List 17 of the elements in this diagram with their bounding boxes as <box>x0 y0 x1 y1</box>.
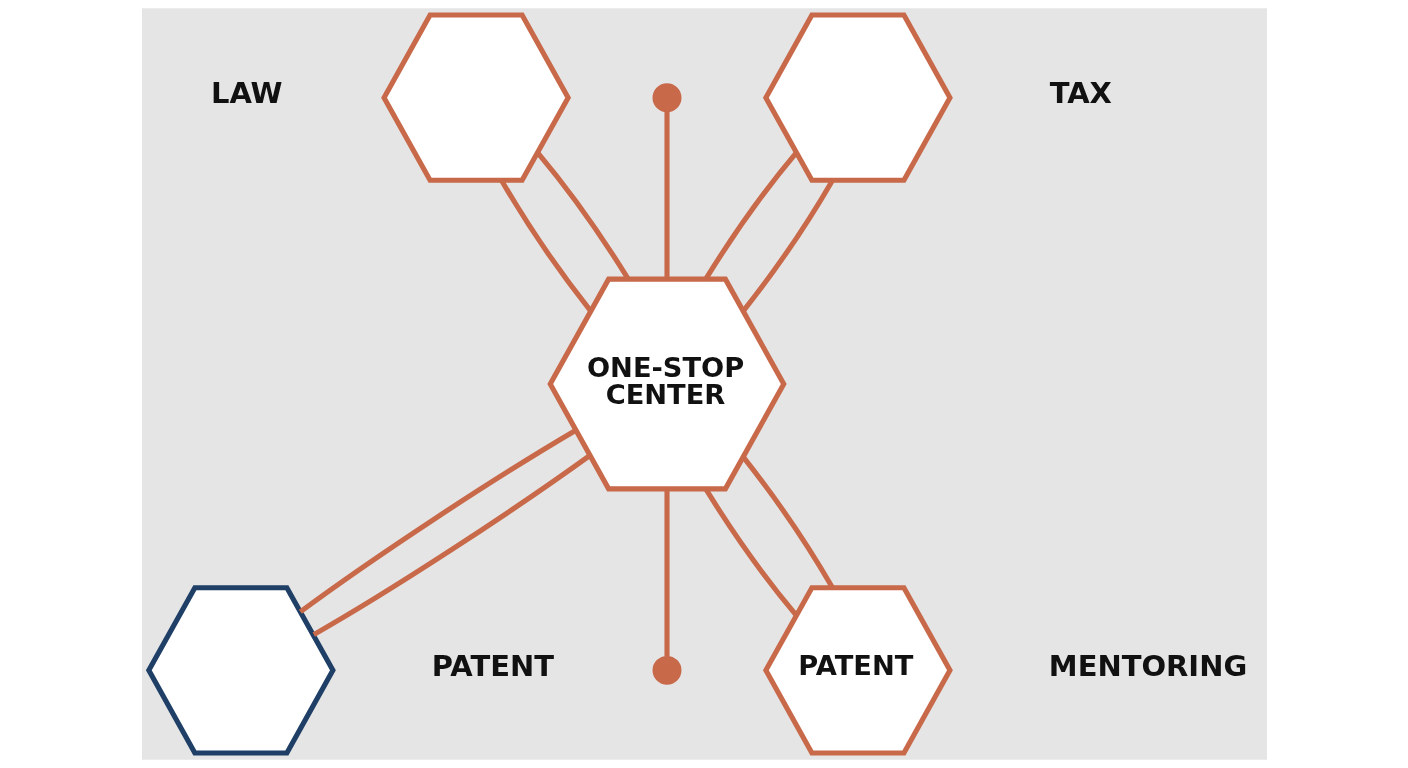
connector <box>312 453 591 637</box>
node-label: PATENT <box>431 648 554 683</box>
connector <box>298 428 577 614</box>
node-hexagon <box>145 585 336 756</box>
connector <box>663 489 670 657</box>
node-label: LAW <box>210 75 283 110</box>
connector <box>663 111 670 279</box>
node-circle <box>652 655 681 685</box>
connector <box>740 455 834 589</box>
connector <box>703 488 798 617</box>
node-label: MENTORING <box>1048 648 1247 683</box>
connector <box>498 179 593 313</box>
node-label: TAX <box>1049 75 1112 110</box>
node-hexagon <box>380 12 571 183</box>
node-circle <box>652 83 681 113</box>
node-hexagon <box>762 12 953 183</box>
connector <box>740 179 835 313</box>
